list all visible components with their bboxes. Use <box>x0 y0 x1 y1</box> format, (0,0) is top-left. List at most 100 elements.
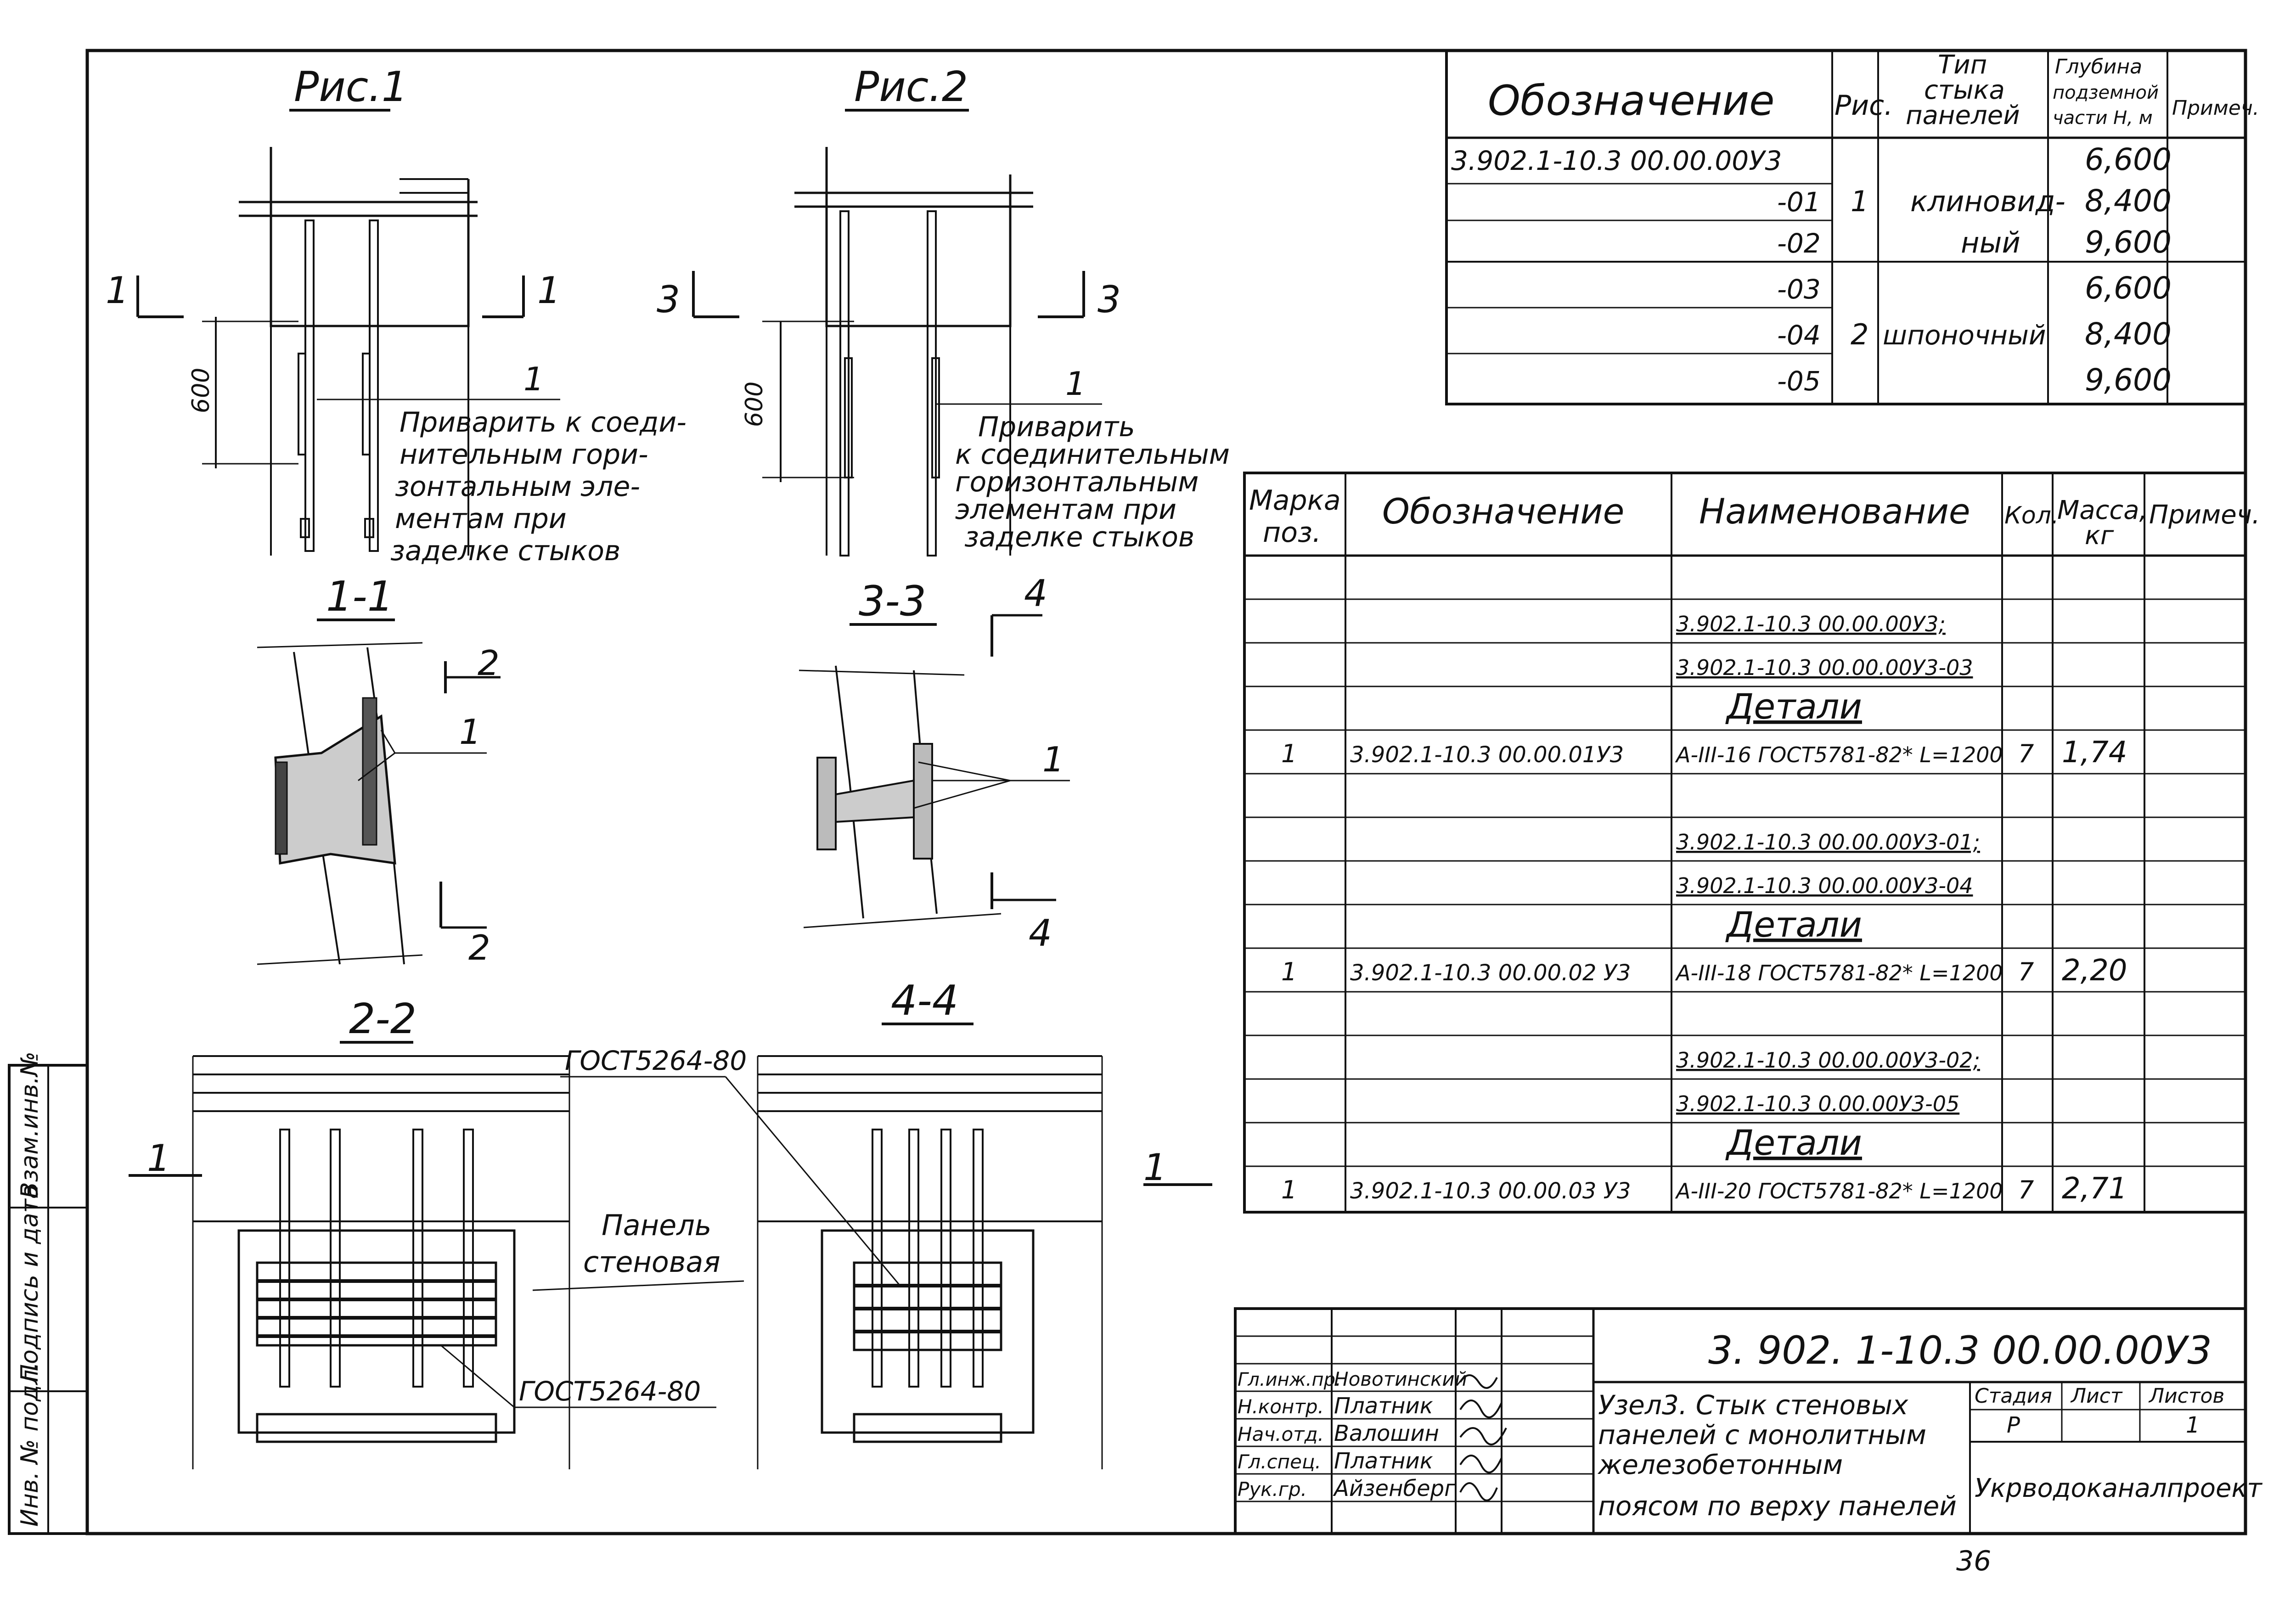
vt-h-note: Примеч. <box>2172 96 2259 120</box>
s44-mark: 1 <box>1143 1146 1167 1189</box>
fig1-note-1: Приварить к соеди- <box>400 406 687 438</box>
vt-r4-type: шпоночный <box>1883 320 2046 351</box>
spec-row-9-name: А-III-18 ГОСТ5781-82* L=1200 <box>1675 961 2003 985</box>
spec-row-9-mark: 1 <box>1281 957 1297 986</box>
tb-desc-1: Узел3. Стык стеновых <box>1598 1389 1908 1421</box>
spec-row-12-name: 3.902.1-10.3 0.00.00У3-05 <box>1676 1091 1959 1116</box>
tb-name-1: Платник <box>1334 1393 1433 1419</box>
vt-r3-designation: -03 <box>1777 274 1821 305</box>
s33-mark-top: 4 <box>1024 572 1047 615</box>
vt-r5-depth: 9,600 <box>2085 362 2172 398</box>
fig2-note-3: горизонтальным <box>955 466 1199 498</box>
tb-name-2: Валошин <box>1334 1421 1439 1446</box>
spec-row-4-name: А-III-16 ГОСТ5781-82* L=1200 <box>1675 742 2003 767</box>
s11-leader: 1 <box>459 712 481 752</box>
fig1-mark-right: 1 <box>537 269 561 312</box>
spec-h-designation: Обозначение <box>1382 491 1624 532</box>
vt-r2-type: ный <box>1961 226 2020 259</box>
s11-mark-bottom: 2 <box>468 927 490 968</box>
tb-stage: Р <box>2007 1412 2020 1438</box>
vt-r1-fig: 1 <box>1851 185 1868 218</box>
s33-mark-bottom: 4 <box>1029 912 1052 955</box>
fig2-note-2: к соединительным <box>955 438 1230 471</box>
spec-row-8-name: Детали <box>1725 904 1862 945</box>
signature-4 <box>1459 1455 1503 1473</box>
signature-1 <box>1459 1374 1498 1389</box>
spec-h-name: Наименование <box>1699 491 1970 532</box>
vt-h-depth-2: подземной <box>2053 82 2159 103</box>
s11-title: 1-1 <box>326 573 394 621</box>
spec-row-14-qty: 7 <box>2018 1175 2034 1204</box>
vt-r4-designation: -04 <box>1777 320 1821 351</box>
tb-sheets-label: Листов <box>2148 1384 2224 1408</box>
gost-label-top: ГОСТ5264-80 <box>565 1045 747 1076</box>
spec-row-14-designation: 3.902.1-10.3 00.00.03 У3 <box>1350 1178 1631 1204</box>
tb-org: Укрводоканалпроект <box>1975 1473 2262 1503</box>
figure-2: Рис.2 600 3 3 1 Приварить к соединительн… <box>657 63 1230 556</box>
s33-title: 3-3 <box>859 577 926 625</box>
tb-role-2: Нач.отд. <box>1238 1423 1324 1445</box>
vt-r5-designation: -05 <box>1777 365 1821 397</box>
vt-r1-depth: 8,400 <box>2085 183 2172 219</box>
fig2-note-4: элементам при <box>955 494 1176 526</box>
spec-row-6-name: 3.902.1-10.3 00.00.00У3-01; <box>1676 830 1980 854</box>
tb-name-4: Айзенберг <box>1333 1476 1456 1501</box>
tb-desc-2: панелей с монолитным <box>1598 1419 1926 1450</box>
spec-row-14-name: А-III-20 ГОСТ5781-82* L=1200 <box>1675 1179 2003 1203</box>
spec-h-note: Примеч. <box>2149 500 2260 530</box>
variants-table: Обозначение Рис. Тип стыка панелей Глуби… <box>1445 49 2259 405</box>
fig1-note-4: ментам при <box>395 503 567 535</box>
vt-r4-fig: 2 <box>1851 318 1868 351</box>
stamp-replace: Взам.инв.№ <box>16 1051 44 1198</box>
spec-row-4-designation: 3.902.1-10.3 00.00.01У3 <box>1350 742 1624 768</box>
spec-row-11-name: 3.902.1-10.3 00.00.00У3-02; <box>1676 1048 1980 1073</box>
fig2-note-1: Приварить <box>978 411 1135 443</box>
spec-h-mass-2: кг <box>2085 521 2114 551</box>
fig1-title: Рис.1 <box>294 63 408 111</box>
tb-sheet-label: Лист <box>2070 1384 2123 1408</box>
section-1-1: 1-1 2 2 1 <box>257 573 501 968</box>
s22-title: 2-2 <box>349 995 416 1043</box>
fig1-mark-left: 1 <box>106 269 129 312</box>
spec-row-1-name: 3.902.1-10.3 00.00.00У3; <box>1676 612 1946 636</box>
fig1-leader-num: 1 <box>523 360 544 398</box>
fig1-note-5: заделке стыков <box>390 535 620 567</box>
section-4-4: 4-4 1 <box>757 977 1212 1469</box>
vt-h-depth-3: части Н, м <box>2053 107 2153 129</box>
spec-row-14-mark: 1 <box>1281 1175 1297 1204</box>
spec-row-4-mass: 1,74 <box>2062 736 2127 770</box>
tb-name-0: Новотинский <box>1334 1368 1467 1390</box>
vt-r4-depth: 8,400 <box>2085 316 2172 352</box>
tb-role-3: Гл.спец. <box>1238 1450 1321 1473</box>
spec-row-13-name: Детали <box>1725 1122 1862 1163</box>
vt-r2-designation: -02 <box>1777 228 1821 259</box>
spec-h-mark-1: Марка <box>1249 484 1341 517</box>
spec-row-2-name: 3.902.1-10.3 00.00.00У3-03 <box>1676 655 1973 680</box>
s22-mark: 1 <box>147 1137 170 1180</box>
gost-label-bottom: ГОСТ5264-80 <box>519 1376 701 1407</box>
spec-h-qty: Кол. <box>2004 502 2059 529</box>
spec-row-9-qty: 7 <box>2018 957 2034 986</box>
fig2-mark-left: 3 <box>657 278 680 321</box>
tb-desc-3: железобетонным <box>1597 1449 1843 1480</box>
tb-sheets: 1 <box>2186 1412 2200 1438</box>
side-stamp: Взам.инв.№ Подпись и дата Инв. № подл. <box>8 1051 89 1535</box>
signature-5 <box>1459 1482 1498 1501</box>
sheet-frame <box>85 49 2247 1535</box>
spec-row-7-name: 3.902.1-10.3 00.00.00У3-04 <box>1676 873 1973 898</box>
vt-h-type-3: панелей <box>1906 101 2020 130</box>
section-2-2: 2-2 1 <box>129 995 570 1469</box>
fig2-dim: 600 <box>741 382 768 427</box>
panel-label-2: стеновая <box>583 1245 720 1279</box>
spec-row-4-qty: 7 <box>2018 739 2034 768</box>
vt-r0-designation: 3.902.1-10.3 00.00.00У3 <box>1451 145 1782 176</box>
spec-h-mark-2: поз. <box>1263 517 1321 549</box>
bottom-number: 36 <box>1956 1545 1991 1577</box>
title-block: 3. 902. 1-10.3 00.00.00У3 Гл.инж.пр. Нов… <box>1234 1307 2262 1535</box>
section-3-3: 3-3 4 4 1 <box>799 572 1070 955</box>
vt-h-type-2: стыка <box>1924 75 2005 105</box>
fig1-note-3: зонтальным эле- <box>395 471 640 503</box>
fig1-note-2: нительным гори- <box>400 438 648 471</box>
spec-row-9-mass: 2,20 <box>2062 954 2127 988</box>
